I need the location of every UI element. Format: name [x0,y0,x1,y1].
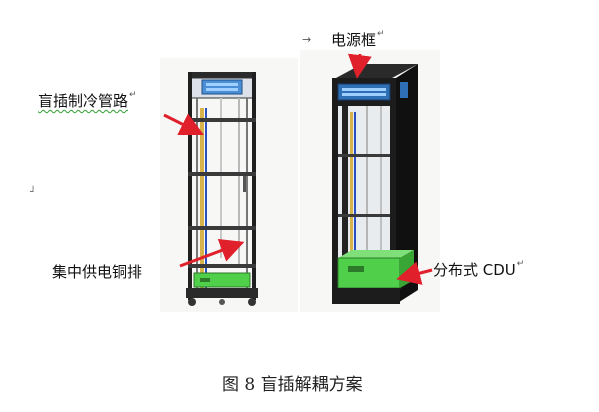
figure-caption: 图 8 盲插解耦方案 [222,375,363,395]
label-busbar: 集中供电铜排 [52,261,142,282]
label-text: 盲插制冷管路 [38,92,129,110]
label-text: 集中供电铜排 [52,263,143,281]
paragraph-mark: ↵ [377,29,385,39]
left-margin-mark: ┘ [30,187,37,198]
label-text: 分布式 CDU [433,261,516,279]
open-rack-illustration [186,72,258,306]
left-image-panel [160,58,298,312]
arrow-cdu [396,261,433,285]
label-text: 电源框 [331,31,377,49]
arrow-cooling-pipe [163,113,205,136]
label-power-frame: 电源框↵ [331,29,385,50]
arrow-busbar [179,239,245,268]
label-cdu: 分布式 CDU↵ [433,259,524,280]
paragraph-mark: ↵ [516,259,525,269]
arrow-power-frame [347,53,372,79]
label-blind-mate-cooling: 盲插制冷管路↵ [38,90,137,111]
paragraph-mark: ↵ [129,90,137,100]
cabinet-rack-illustration [332,64,418,304]
cursor-mark: → [302,33,312,46]
